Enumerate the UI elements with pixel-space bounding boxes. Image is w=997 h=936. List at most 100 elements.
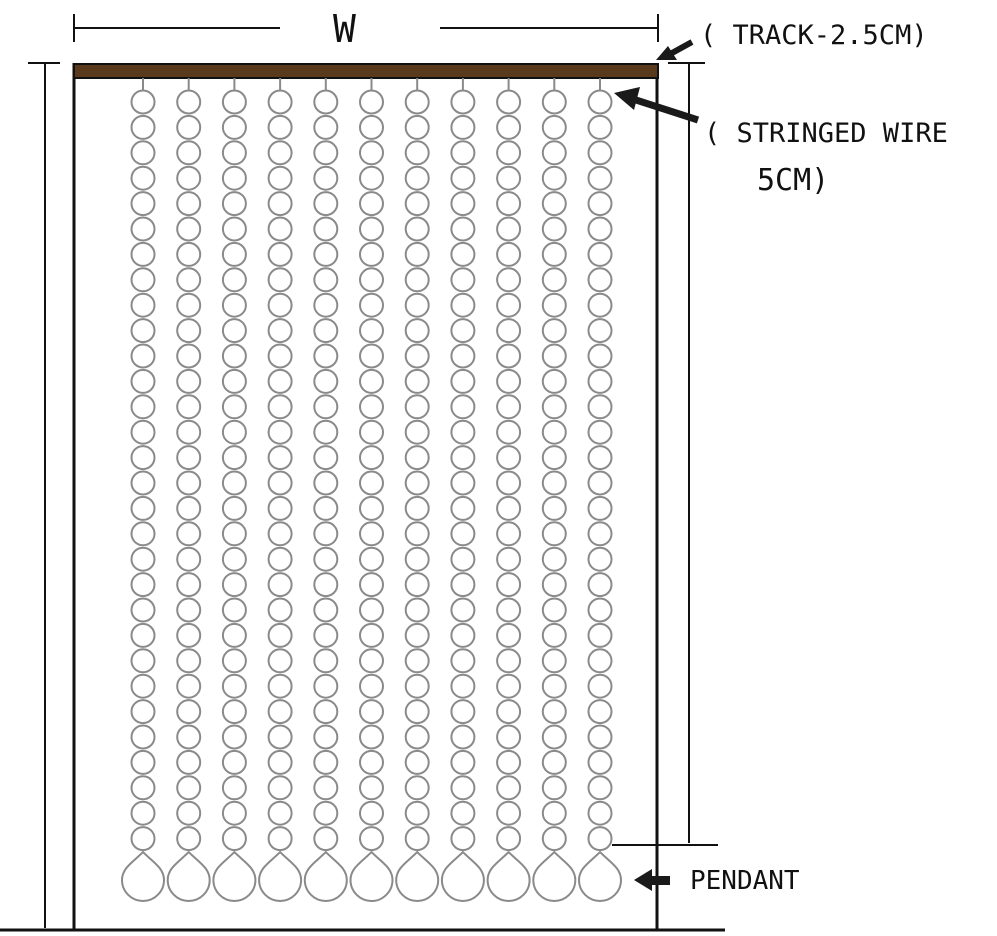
bead	[221, 165, 247, 191]
height-dimension-left	[28, 62, 60, 928]
bead	[587, 470, 613, 496]
bead	[541, 648, 567, 674]
bead	[450, 165, 476, 191]
bead	[496, 572, 522, 598]
bead	[541, 318, 567, 344]
bead	[541, 445, 567, 471]
bead	[541, 673, 567, 699]
bead	[404, 749, 430, 775]
bead	[176, 648, 202, 674]
bead	[359, 292, 384, 318]
pendant	[303, 850, 348, 902]
bead	[267, 445, 293, 471]
bead	[221, 826, 247, 852]
bead	[221, 572, 247, 598]
bead	[450, 292, 476, 318]
bead	[404, 89, 430, 115]
bead	[496, 292, 522, 318]
bead	[221, 622, 247, 648]
bead	[221, 292, 247, 318]
bead	[587, 343, 613, 369]
bead	[130, 318, 156, 344]
bead	[587, 165, 613, 191]
bead	[496, 343, 522, 369]
bead	[176, 724, 202, 750]
bead	[313, 191, 339, 217]
bead	[450, 673, 476, 699]
bead	[404, 216, 430, 242]
bead	[587, 292, 613, 318]
bead	[130, 470, 156, 496]
bead	[359, 597, 384, 623]
bead	[313, 267, 339, 293]
bead	[130, 622, 156, 648]
bead	[541, 267, 567, 293]
bead	[359, 191, 384, 217]
bead	[221, 673, 247, 699]
bead	[496, 89, 522, 115]
bead	[267, 495, 293, 521]
bead	[176, 622, 202, 648]
bead	[587, 622, 613, 648]
bead	[587, 597, 613, 623]
bead	[313, 546, 339, 572]
bead	[404, 445, 430, 471]
bead	[450, 318, 476, 344]
bead	[541, 140, 567, 166]
bead	[130, 267, 156, 293]
bead	[541, 292, 567, 318]
bead-strand	[212, 78, 257, 902]
bead	[541, 546, 567, 572]
bead	[587, 368, 613, 394]
bead	[404, 419, 430, 445]
bead	[541, 699, 567, 725]
bead-strand	[486, 78, 531, 902]
bead	[496, 597, 522, 623]
bead-strand	[120, 78, 166, 902]
bead	[359, 114, 384, 140]
bead	[359, 419, 384, 445]
bead	[359, 775, 384, 801]
bead	[404, 648, 430, 674]
bead	[541, 114, 567, 140]
bead	[359, 800, 384, 826]
pendant-label: PENDANT	[690, 866, 800, 896]
bead	[587, 673, 613, 699]
bead	[313, 622, 339, 648]
bead	[176, 114, 202, 140]
bead	[359, 648, 384, 674]
bead	[541, 775, 567, 801]
bead	[359, 724, 384, 750]
bead	[359, 216, 384, 242]
bead	[267, 826, 293, 852]
bead	[496, 140, 522, 166]
bead	[450, 394, 476, 420]
bead	[130, 140, 156, 166]
bead	[313, 292, 339, 318]
bead	[404, 546, 430, 572]
bead	[176, 521, 202, 547]
bead	[450, 470, 476, 496]
bead	[541, 572, 567, 598]
bead	[496, 470, 522, 496]
bead	[313, 318, 339, 344]
bead	[176, 749, 202, 775]
bead	[176, 267, 202, 293]
bead	[359, 165, 384, 191]
bead	[541, 724, 567, 750]
bead	[130, 191, 156, 217]
bead	[496, 216, 522, 242]
bead	[176, 495, 202, 521]
bead	[221, 89, 247, 115]
bead	[359, 394, 384, 420]
bead	[450, 546, 476, 572]
bead	[313, 368, 339, 394]
bead	[313, 114, 339, 140]
bead	[221, 241, 247, 267]
bead	[359, 368, 384, 394]
bead	[267, 622, 293, 648]
bead	[359, 445, 384, 471]
bead	[496, 622, 522, 648]
bead	[313, 470, 339, 496]
bead	[450, 800, 476, 826]
